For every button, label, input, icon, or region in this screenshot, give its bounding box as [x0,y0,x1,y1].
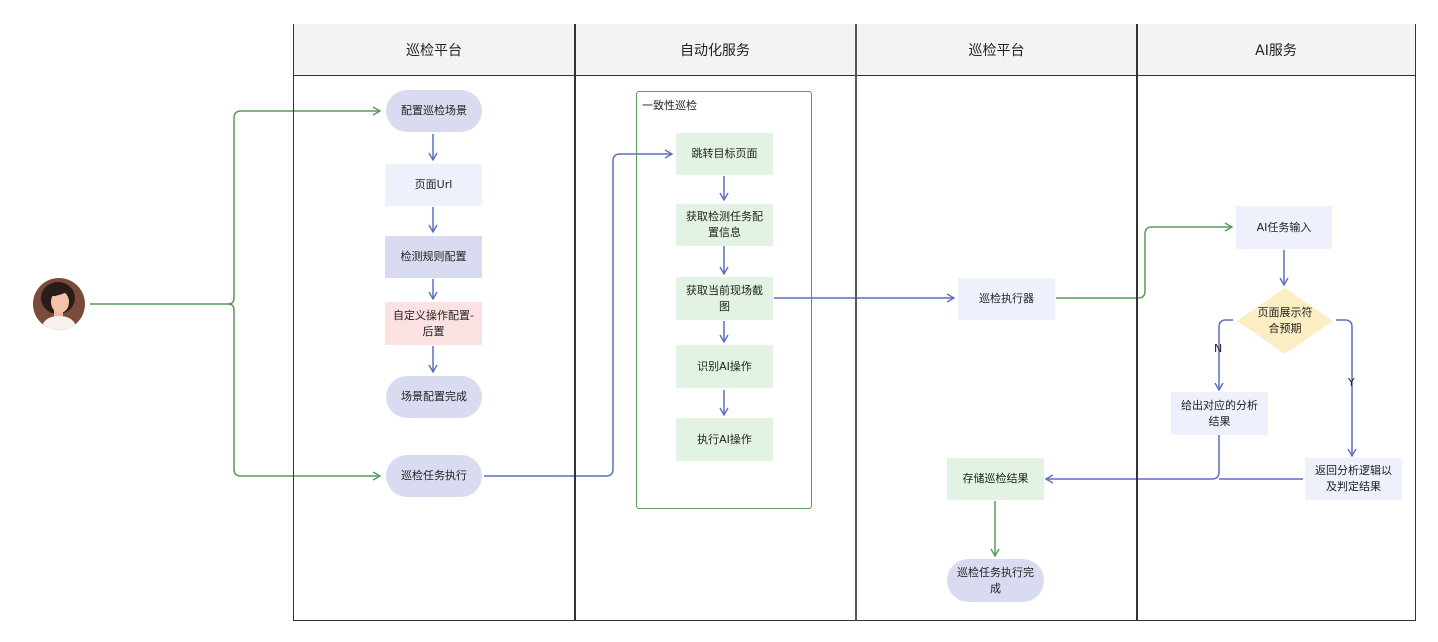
node-config-scene[interactable]: 配置巡检场景 [386,90,482,132]
node-get-task-info[interactable]: 获取检测任务配置信息 [676,204,773,246]
node-give-analysis[interactable]: 给出对应的分析结果 [1171,392,1268,435]
decision-label: 页面展示符合预期 [1257,306,1313,335]
lane-divider [855,24,857,621]
node-rule-config[interactable]: 检测规则配置 [385,236,482,278]
edge-label-yes: Y [1348,376,1355,389]
lane-header-ai-service: AI服务 [1137,24,1415,76]
node-ai-input[interactable]: AI任务输入 [1236,206,1332,249]
lane-header-automation: 自动化服务 [575,24,855,76]
consistency-group [636,91,812,509]
node-custom-op[interactable]: 自定义操作配置-后置 [385,302,482,345]
lane-header-platform-2: 巡检平台 [857,24,1136,76]
decision-diamond-shape [1237,288,1333,354]
user-avatar-icon [33,278,85,330]
node-page-url[interactable]: 页面Url [385,164,482,206]
node-return-logic[interactable]: 返回分析逻辑以及判定结果 [1305,458,1402,500]
lane-header-platform-1: 巡检平台 [294,24,574,76]
node-get-screenshot[interactable]: 获取当前现场截图 [676,277,773,320]
node-decision[interactable]: 页面展示符合预期 [1237,288,1333,354]
node-exec-ai[interactable]: 执行AI操作 [676,418,773,461]
node-identify-ai[interactable]: 识别AI操作 [676,345,773,388]
node-jump-page[interactable]: 跳转目标页面 [676,133,773,175]
lane-divider [574,24,576,621]
node-task-done[interactable]: 巡检任务执行完成 [947,559,1044,602]
node-executor[interactable]: 巡检执行器 [958,278,1055,320]
lane-divider [1136,24,1138,621]
edge-label-no: N [1214,342,1223,355]
node-task-exec[interactable]: 巡检任务执行 [386,455,482,497]
group-label: 一致性巡检 [642,99,697,112]
node-store-result[interactable]: 存储巡检结果 [947,458,1044,500]
node-scene-done[interactable]: 场景配置完成 [386,376,482,418]
